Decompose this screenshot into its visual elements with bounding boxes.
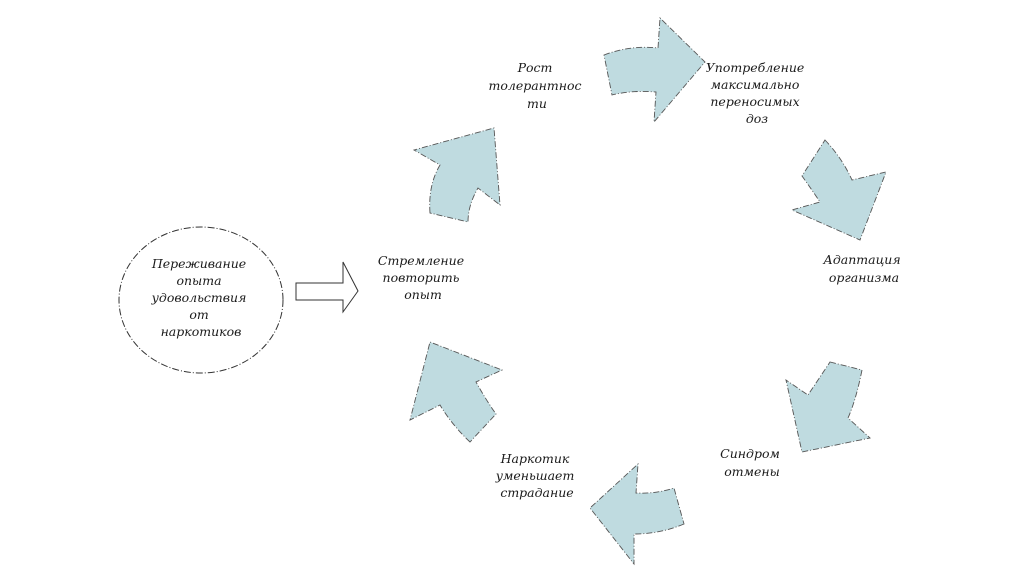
desire-line: повторить <box>383 270 460 285</box>
maxdose-line: доз <box>746 111 768 126</box>
arrow-relief-to-desire <box>409 341 504 443</box>
arrow-desire-to-tolerance <box>412 127 501 223</box>
start-label: Переживание опыта удовольствия от наркот… <box>151 256 251 339</box>
maxdose-line: переносимых <box>710 94 799 109</box>
start-line: Переживание <box>151 256 246 271</box>
start-line: опыта <box>176 273 221 288</box>
start-circle <box>118 226 284 374</box>
tolerance-label: Рост толерантнос ти <box>488 60 585 111</box>
adaptation-line: Адаптация <box>822 252 900 267</box>
adaptation-label: Адаптация организма <box>822 252 904 285</box>
tolerance-line: Рост <box>517 60 553 75</box>
arrow-withdrawal-to-relief <box>589 462 685 566</box>
start-line: от <box>189 307 208 322</box>
relief-line: уменьшает <box>495 468 575 483</box>
desire-line: опыт <box>404 287 442 302</box>
desire-line: Стремление <box>378 253 464 268</box>
desire-label: Стремление повторить опыт <box>378 253 468 302</box>
start-line: наркотиков <box>161 324 242 339</box>
maxdose-label: Употребление максимально переносимых доз <box>706 60 809 126</box>
maxdose-line: Употребление <box>706 60 805 75</box>
arrow-tolerance-to-maxdose <box>603 16 706 124</box>
adaptation-line: организма <box>829 270 899 285</box>
tolerance-line: толерантнос <box>488 78 581 93</box>
arrow-maxdose-to-adaptation <box>790 139 887 241</box>
relief-line: Наркотик <box>500 451 570 466</box>
relief-label: Наркотик уменьшает страдание <box>495 451 579 500</box>
start-block-arrow <box>295 261 359 314</box>
withdrawal-line: Синдром <box>720 446 780 461</box>
tolerance-line: ти <box>527 96 547 111</box>
withdrawal-line: отмены <box>724 464 780 479</box>
relief-line: страдание <box>500 485 573 500</box>
arrow-adaptation-to-withdrawal <box>785 361 871 453</box>
start-line: удовольствия <box>151 290 247 305</box>
maxdose-line: максимально <box>711 77 800 92</box>
withdrawal-label: Синдром отмены <box>720 446 784 479</box>
